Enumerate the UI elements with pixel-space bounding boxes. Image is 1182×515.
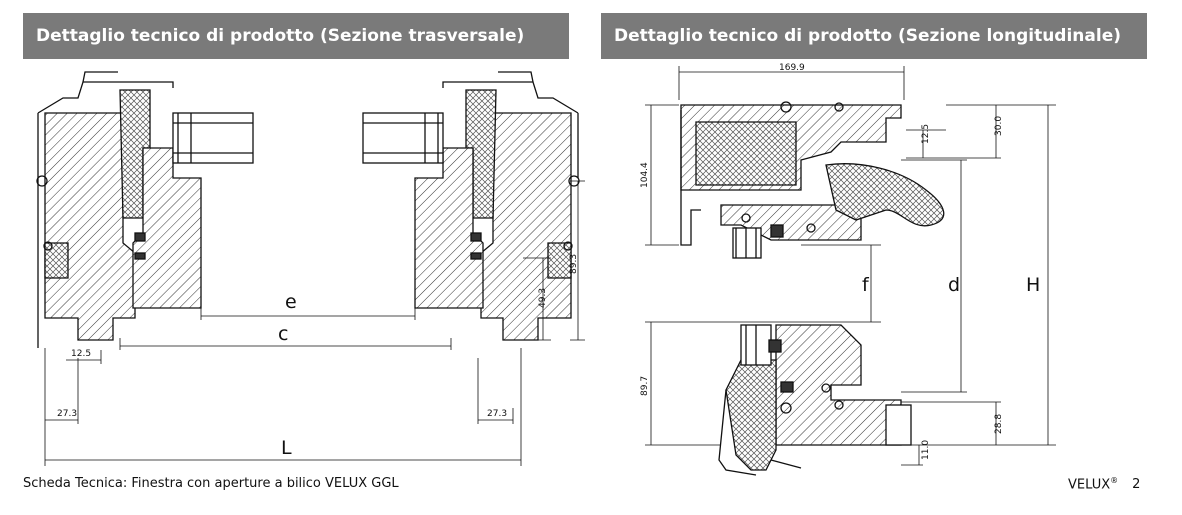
dim-169-9: 169.9 <box>779 63 805 73</box>
top-profile <box>680 101 945 259</box>
document-title: Scheda Tecnica: Finestra con aperture a … <box>23 476 399 491</box>
section-header-longitudinal: Dettaglio tecnico di prodotto (Sezione l… <box>601 13 1147 59</box>
dim-label-f: f <box>862 274 870 296</box>
left-frame-profile <box>36 71 580 348</box>
dim-12-5-r: 12.5 <box>921 124 931 144</box>
registered-mark: ® <box>1110 476 1119 485</box>
dim-28-8: 28.8 <box>994 414 1004 434</box>
dim-label-e: e <box>285 291 297 313</box>
bottom-profile <box>718 324 912 476</box>
brand-name: VELUX <box>1068 477 1111 493</box>
left-dimension-lines <box>44 180 585 466</box>
dim-104-4: 104.4 <box>640 162 650 188</box>
dim-27-3-right: 27.3 <box>487 409 507 419</box>
section-header-cross: Dettaglio tecnico di prodotto (Sezione t… <box>23 13 569 59</box>
cross-section-drawing: e c L 12.5 27.3 27.3 49.3 89.3 <box>36 71 585 466</box>
dim-12-5: 12.5 <box>71 349 91 359</box>
dim-label-H: H <box>1026 274 1040 296</box>
page-number: 2 <box>1132 477 1141 493</box>
dim-89-7: 89.7 <box>640 376 650 396</box>
dim-49-3: 49.3 <box>538 288 548 308</box>
dim-label-c: c <box>278 323 288 345</box>
dim-27-3-left: 27.3 <box>57 409 77 419</box>
dim-11-0: 11.0 <box>921 440 931 460</box>
longitudinal-section-drawing: f d H 169.9 104.4 12.5 30.0 89.7 28.8 11… <box>640 63 1056 476</box>
dim-30-0: 30.0 <box>994 116 1004 136</box>
page-footer-brand: VELUX® 2 <box>1068 476 1140 492</box>
dim-label-L: L <box>281 437 292 459</box>
dim-89-3: 89.3 <box>569 254 579 274</box>
dim-label-d: d <box>948 274 960 296</box>
right-dimension-lines <box>645 66 1056 466</box>
